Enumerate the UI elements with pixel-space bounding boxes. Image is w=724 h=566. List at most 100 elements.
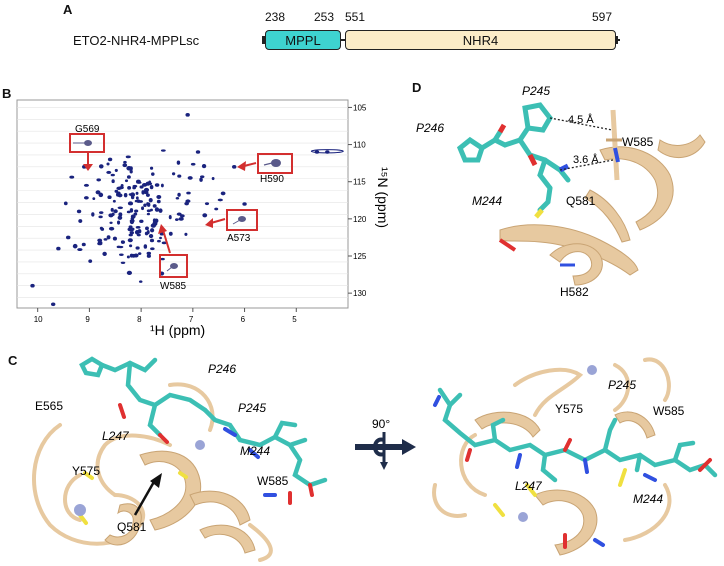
nhr4-ribbon-left: [32, 382, 273, 562]
distance-line-2: [559, 159, 614, 171]
spectrum-peak: [117, 206, 123, 210]
spectrum-peak: [160, 257, 165, 261]
x-tick-label: 5: [292, 315, 297, 324]
spectrum-peak: [63, 201, 68, 206]
spectrum-peak: [160, 183, 164, 188]
spectrum-peak: [136, 199, 141, 203]
spectrum-peak: [83, 196, 89, 200]
label-y575-c: Y575: [72, 464, 100, 478]
label-p245-c-right: P245: [608, 378, 636, 392]
spectrum-peak: [149, 185, 154, 190]
label-q581-c: Q581: [117, 520, 147, 534]
spectrum-peak: [136, 181, 142, 184]
spectrum-peak: [110, 207, 114, 212]
spectrum-peak: [135, 226, 141, 229]
spectrum-peak: [156, 239, 161, 243]
spectrum-peak: [154, 183, 160, 187]
side-chains-left: [78, 403, 314, 525]
mppl-domain-label: MPPL: [285, 32, 321, 48]
label-p245-d: P245: [522, 84, 550, 98]
spectrum-peak: [135, 196, 139, 200]
spectrum-peak: [30, 283, 35, 288]
solvent-peak: [310, 149, 344, 154]
label-p246-c: P246: [208, 362, 236, 376]
zinc-ion-left-2: [195, 440, 205, 450]
spectrum-peak: [123, 160, 127, 164]
y-tick-label: 110: [353, 141, 366, 150]
spectrum-peak: [98, 211, 104, 215]
spectrum-peak: [107, 157, 113, 162]
spectrum-peak: [171, 172, 176, 176]
spectrum-peak: [148, 197, 153, 203]
label-y575-c-right: Y575: [555, 402, 583, 416]
label-m244-c: M244: [240, 444, 270, 458]
label-w585-d: W585: [622, 135, 654, 149]
spectrum-peak: [141, 190, 145, 195]
spectrum-peak: [117, 215, 123, 220]
spectrum-peak: [190, 162, 196, 166]
spectrum-peak: [177, 174, 182, 178]
x-tick-label: 10: [34, 315, 43, 324]
spectrum-peak: [145, 226, 149, 231]
label-p246-d: P246: [416, 121, 444, 135]
spectrum-peak: [176, 212, 182, 216]
panel-c-letter: C: [8, 353, 18, 368]
x-tick-label: 7: [189, 315, 194, 324]
peak-label-g569: G569: [75, 124, 100, 135]
distance-4-5: 4.5 Å: [568, 113, 594, 126]
spectrum-peak: [72, 243, 78, 249]
spectrum-peak: [129, 169, 133, 174]
spectrum-peak: [129, 244, 133, 248]
spectrum-peak: [111, 212, 115, 216]
label-w585-c: W585: [257, 474, 289, 488]
spectrum-peak: [118, 245, 124, 249]
panel-d-letter: D: [412, 80, 422, 95]
spectrum-peak: [78, 219, 83, 223]
spectrum-peak: [129, 208, 134, 213]
spectrum-peak: [154, 207, 160, 212]
peptide-sticks-d: [456, 102, 571, 213]
spectrum-peak: [98, 164, 104, 169]
spectrum-peak: [199, 177, 203, 182]
highlight-a573: [205, 209, 258, 231]
distance-3-6: 3.6 Å: [573, 153, 599, 166]
mppl-end-residue: 253: [314, 10, 335, 24]
distance-line-1: [549, 117, 613, 131]
spectrum-peak: [138, 280, 143, 283]
spectrum-peak: [185, 113, 190, 117]
spectrum-peak: [146, 251, 152, 255]
spectrum-peak: [214, 207, 219, 211]
spectrum-peak: [168, 214, 172, 220]
spectrum-peak: [117, 193, 123, 198]
spectrum-peak: [149, 166, 154, 170]
panel-a-letter: A: [63, 2, 73, 17]
spectrum-peak: [112, 199, 116, 203]
spectrum-peak: [119, 253, 124, 256]
side-chains-right: [433, 395, 712, 549]
spectrum-peak: [122, 163, 128, 168]
spectrum-peak: [106, 235, 111, 240]
structure-closeup-d: 4.5 Å 3.6 Å P245 P246 W585 M244 Q581 H58…: [416, 84, 706, 299]
label-m244-c-right: M244: [633, 492, 663, 506]
spectrum-peak: [107, 195, 112, 200]
mppl-domain: MPPL: [265, 30, 341, 50]
spectrum-peak: [138, 252, 142, 255]
construct-end-cap-right: [614, 36, 618, 44]
spectrum-peak: [134, 209, 139, 213]
spectrum-peak: [98, 192, 104, 198]
spectrum-peak: [242, 202, 247, 206]
spectrum-peak: [217, 198, 223, 202]
spectrum-peak: [129, 166, 133, 171]
spectrum-peak: [146, 202, 151, 207]
spectrum-peak: [106, 170, 112, 174]
spectrum-peak: [83, 183, 90, 187]
spectrum-peak: [186, 191, 191, 195]
y-axis-label: ¹⁵N (ppm): [375, 167, 391, 228]
spectrum-peak: [152, 221, 158, 226]
spectrum-peak: [108, 226, 115, 231]
label-e565-c: E565: [35, 399, 63, 413]
zinc-ion-left-1: [74, 504, 86, 516]
spectrum-peak: [146, 230, 150, 235]
spectrum-peak: [135, 246, 140, 250]
